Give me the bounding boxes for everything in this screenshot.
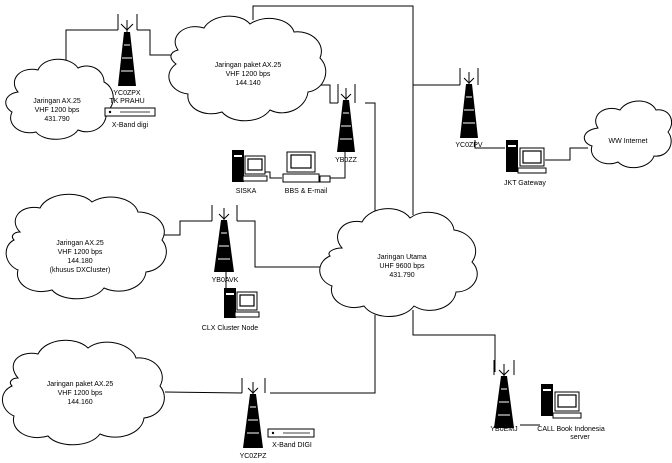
label-callbook-line2: server (570, 434, 590, 441)
cloud-dx-line4: (khusus DXCluster) (50, 267, 111, 274)
antenna-icon (118, 32, 136, 86)
tower-yc0zpv (459, 68, 479, 138)
computer-tower-icon (224, 288, 236, 318)
tower-yb0avk (211, 205, 238, 272)
label-xband-digi-caps: X-Band DIGI (272, 442, 312, 449)
cloud-internet-label: WW Internet (609, 138, 648, 145)
cloud-tkprahu-line3: 431.790 (44, 116, 69, 123)
label-tkprahu: TK PRAHU (109, 98, 144, 105)
label-siska: SISKA (236, 188, 257, 195)
cloud-bottom-line1: Jaringan paket AX.25 (47, 381, 114, 388)
link-main-yb0emj (412, 310, 496, 372)
link-top-to-main (252, 5, 414, 215)
link-dx-yb0avk (160, 220, 212, 236)
computer-siska (232, 150, 268, 182)
link-yb0zz-main (365, 102, 376, 218)
cloud-tkprahu-line2: VHF 1200 bps (35, 107, 80, 114)
link-gateway-internet (545, 147, 588, 161)
label-yb0zz: YB0ZZ (335, 157, 358, 164)
link-top-yb0zz (320, 84, 338, 104)
computer-bbs (282, 151, 331, 183)
tower-yb0zz (337, 84, 356, 152)
link-main-yc0zpz (270, 315, 376, 394)
label-yc0zpx: YC0ZPX (113, 90, 141, 97)
label-callbook-line1: CALL Book Indonesia (537, 426, 605, 433)
link-yc0zpv-gateway (474, 140, 505, 149)
link-yb0avk-main (237, 220, 330, 268)
link-tower-top (137, 29, 172, 56)
label-yc0zpv: YC0ZPV (455, 142, 483, 149)
label-xband-digi: X-Band digi (112, 122, 149, 129)
link-bbs-siska (262, 171, 282, 179)
cloud-tkprahu-line1: Jaringan AX.25 (33, 98, 81, 105)
cloud-bottom-line2: VHF 1200 bps (58, 390, 103, 397)
link-tkprahu-tower (65, 29, 118, 72)
cloud-dx-line3: 144.180 (67, 258, 92, 265)
label-yb0avk: YB0AVK (212, 277, 239, 284)
cloud-main-line1: Jaringan Utama (377, 254, 427, 261)
cloud-bottom: Jaringan paket AX.25 VHF 1200 bps 144.16… (2, 339, 165, 446)
cloud-dx-line1: Jaringan AX.25 (56, 240, 104, 247)
tower-yc0zpx (117, 14, 138, 86)
cloud-tkprahu: Jaringan AX.25 VHF 1200 bps 431.790 (5, 58, 114, 140)
label-bbs: BBS & E-mail (285, 188, 328, 195)
antenna-icon (243, 394, 263, 448)
computer-tower-icon (232, 150, 244, 182)
cloud-internet: WW Internet (583, 100, 672, 169)
radio-device-xband-digi (267, 428, 315, 438)
cloud-dx-line2: VHF 1200 bps (58, 249, 103, 256)
cloud-top: Jaringan paket AX.25 VHF 1200 bps 144.14… (168, 15, 327, 122)
link-yb0zz-bbs (322, 152, 346, 179)
cloud-main: Jaringan Utama UHF 9600 bps 431.790 (319, 208, 478, 317)
computer-callbook (541, 384, 582, 419)
label-yb0emj: YB0EMJ (490, 426, 517, 433)
label-jkt-gateway: JKT Gateway (504, 180, 546, 187)
cloud-bottom-line3: 144.160 (67, 399, 92, 406)
label-clx: CLX Cluster Node (202, 325, 259, 332)
computer-jkt-gateway (506, 140, 547, 174)
link-bottom-yc0zpz (164, 391, 243, 394)
cloud-main-line2: UHF 9600 bps (379, 263, 425, 270)
computer-clx (224, 288, 260, 318)
computer-tower-icon (506, 140, 518, 172)
computer-tower-icon (541, 384, 553, 416)
tower-yc0zpz (241, 378, 266, 448)
cloud-dx: Jaringan AX.25 VHF 1200 bps 144.180 (khu… (5, 193, 167, 300)
cloud-top-line1: Jaringan paket AX.25 (215, 62, 282, 69)
radio-device-xband (104, 107, 156, 117)
cloud-top-line2: VHF 1200 bps (226, 71, 271, 78)
tower-yb0emj (493, 360, 515, 428)
label-yc0zpz: YC0ZPZ (240, 453, 268, 460)
antenna-icon (460, 84, 478, 138)
cloud-top-line3: 144.140 (235, 80, 260, 87)
cloud-main-line3: 431.790 (389, 272, 414, 279)
